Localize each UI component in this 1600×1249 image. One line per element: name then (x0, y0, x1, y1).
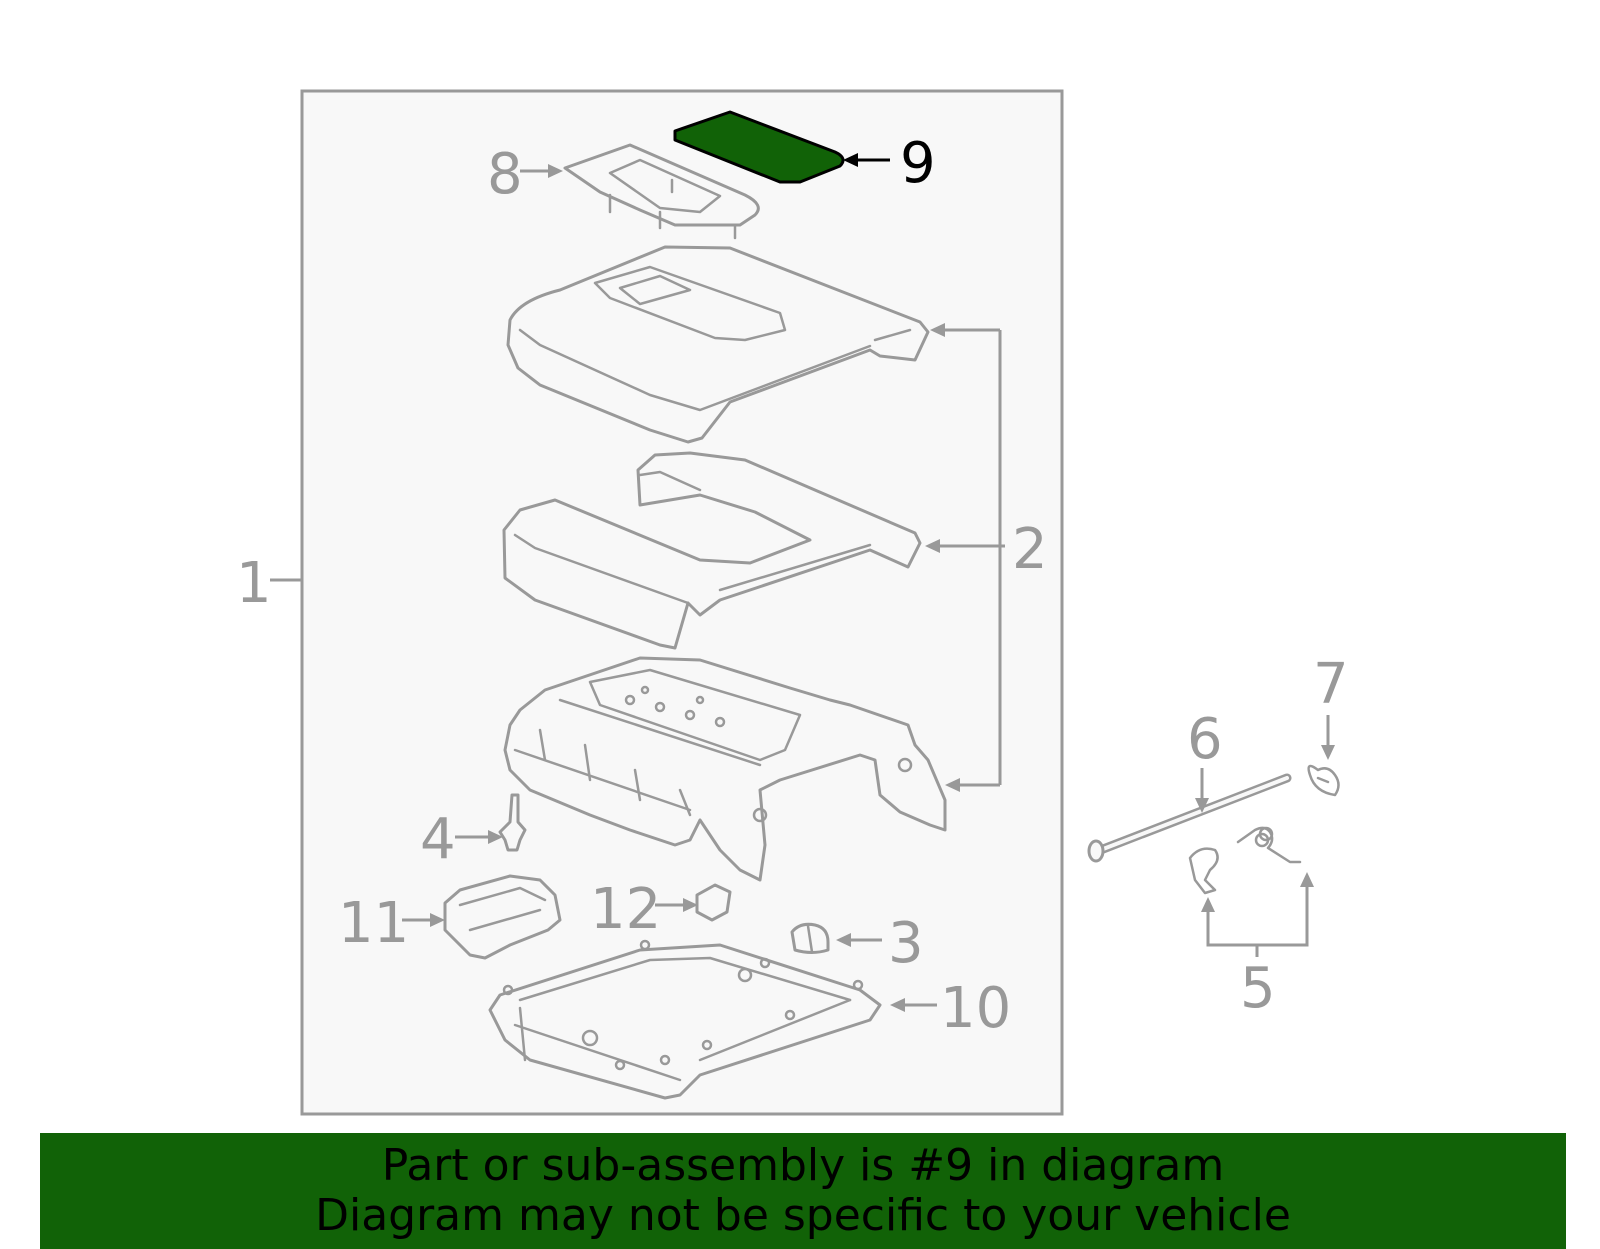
callout-7[interactable]: 7 (1313, 652, 1349, 717)
callout-2[interactable]: 2 (1012, 517, 1048, 582)
callout-3[interactable]: 3 (888, 911, 924, 976)
part-11-bracket[interactable] (443, 874, 562, 960)
parts-diagram: 9 8 1 2 4 11 12 3 10 6 7 5 (236, 89, 1349, 1116)
banner-line-1: Part or sub-assembly is #9 in diagram (381, 1140, 1225, 1191)
part-5-latch-and-spring[interactable] (1188, 826, 1302, 895)
banner-line-2: Diagram may not be specific to your vehi… (315, 1190, 1291, 1241)
leader-7 (1321, 715, 1335, 760)
part-2-top-cover[interactable] (506, 245, 930, 444)
leader-11 (402, 913, 445, 927)
callout-10[interactable]: 10 (940, 976, 1011, 1041)
part-2-base-housing[interactable] (503, 656, 947, 882)
part-4-clip[interactable] (498, 793, 527, 852)
callout-12[interactable]: 12 (590, 877, 661, 942)
info-banner: Part or sub-assembly is #9 in diagram Di… (40, 1133, 1566, 1249)
callout-5[interactable]: 5 (1240, 956, 1276, 1021)
leader-5 (1201, 872, 1314, 957)
part-6-pivot-rod[interactable] (1087, 773, 1292, 863)
leader-3 (836, 933, 882, 947)
leader-2 (925, 323, 1005, 792)
part-7-retaining-clip[interactable] (1307, 764, 1340, 797)
leader-12 (655, 898, 698, 912)
callout-8[interactable]: 8 (487, 142, 523, 207)
part-2-foam-pad[interactable] (502, 451, 922, 650)
part-12-clip[interactable] (695, 883, 732, 922)
callout-11[interactable]: 11 (338, 891, 409, 956)
leader-6 (1195, 768, 1209, 813)
leader-8 (520, 164, 563, 178)
part-8-trim-bezel[interactable] (563, 143, 760, 240)
part-3-bumper[interactable] (790, 922, 830, 954)
leader-9 (843, 153, 890, 167)
callout-9[interactable]: 9 (900, 131, 936, 196)
leader-4 (455, 830, 503, 844)
part-10-bottom-tray[interactable] (488, 939, 882, 1100)
callout-1[interactable]: 1 (236, 551, 272, 616)
callout-4[interactable]: 4 (420, 807, 456, 872)
callout-6[interactable]: 6 (1187, 707, 1223, 772)
part-9-armrest-pad[interactable] (673, 110, 845, 184)
leader-10 (890, 998, 937, 1012)
